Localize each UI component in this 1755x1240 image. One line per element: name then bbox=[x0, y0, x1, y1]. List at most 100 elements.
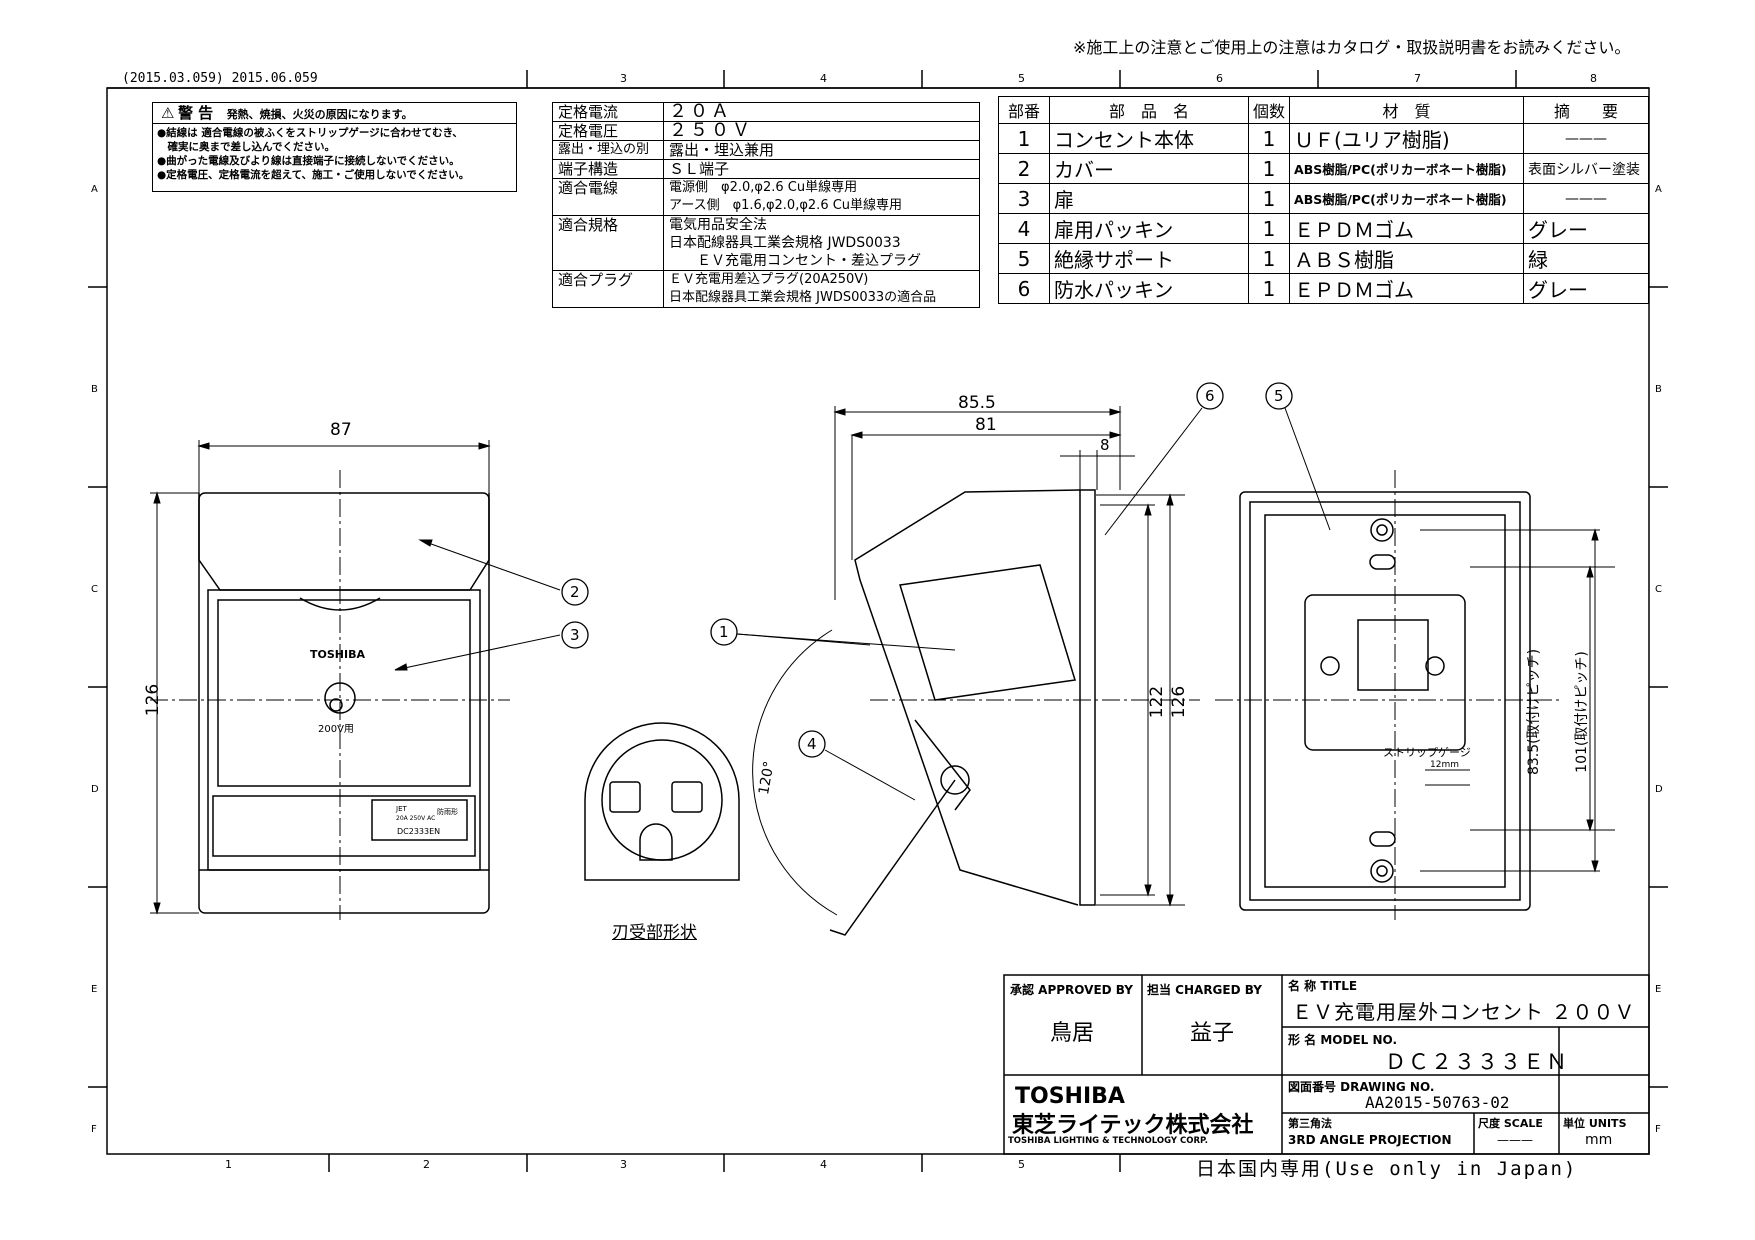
parts-table: 部番 部 品 名 個数 材 質 摘 要 1 コンセント本体 1 ＵＦ(ユリア樹脂… bbox=[998, 96, 1649, 304]
strip-gauge-length: 12mm bbox=[1430, 760, 1459, 770]
dim-front-width: 87 bbox=[330, 420, 352, 440]
col-label: 6 bbox=[1216, 72, 1223, 85]
table-row: 5 絶縁サポート 1 ＡＢＳ樹脂 緑 bbox=[998, 243, 1649, 274]
scale-value: ——— bbox=[1497, 1133, 1533, 1147]
sticker-mark: JET bbox=[396, 805, 407, 813]
spec-value: ２５０Ｖ bbox=[663, 121, 980, 141]
charged-label: 担当 CHARGED BY bbox=[1147, 983, 1262, 997]
part-note: グレー bbox=[1523, 273, 1649, 304]
row-label: F bbox=[91, 1124, 97, 1135]
col-label: 8 bbox=[1590, 72, 1597, 85]
callout-5: 5 bbox=[1274, 387, 1284, 405]
callout-6: 6 bbox=[1205, 387, 1215, 405]
col-label: 3 bbox=[620, 1158, 627, 1171]
part-name: 防水パッキン bbox=[1049, 273, 1249, 304]
warning-box: ⚠ 警 告 発熱、焼損、火災の原因になります。 ●結線は 適合電線の被ふくをスト… bbox=[152, 102, 517, 192]
col-label: 4 bbox=[820, 1158, 827, 1171]
strip-gauge-label: ストリップゲージ bbox=[1383, 746, 1471, 759]
table-row: 6 防水パッキン 1 ＥＰＤＭゴム グレー bbox=[998, 273, 1649, 304]
col-label: 2 bbox=[423, 1158, 430, 1171]
dim-side-depth: 81 bbox=[975, 415, 997, 435]
row-label: A bbox=[91, 184, 98, 195]
charged-value: 益子 bbox=[1190, 1021, 1235, 1046]
col-label: 7 bbox=[1414, 72, 1421, 85]
scale-label: 尺度 SCALE bbox=[1478, 1117, 1543, 1130]
spec-label: 定格電流 bbox=[552, 102, 664, 122]
part-note: ——— bbox=[1523, 183, 1649, 214]
callout-1: 1 bbox=[719, 623, 729, 641]
part-note: ——— bbox=[1523, 123, 1649, 154]
row-label: D bbox=[91, 784, 99, 795]
warning-line: 確実に奥まで差し込んでください。 bbox=[157, 141, 335, 153]
projection-value: 3RD ANGLE PROJECTION bbox=[1288, 1133, 1452, 1147]
part-no: 3 bbox=[998, 183, 1050, 214]
title-label: 名 称 TITLE bbox=[1288, 979, 1358, 993]
part-no: 2 bbox=[998, 153, 1050, 184]
row-label: A bbox=[1655, 184, 1662, 195]
col-label: 3 bbox=[620, 72, 627, 85]
row-label: C bbox=[91, 584, 98, 595]
sticker-rating: 20A 250V AC bbox=[396, 815, 436, 822]
part-qty: 1 bbox=[1247, 123, 1291, 154]
approved-label: 承認 APPROVED BY bbox=[1010, 983, 1133, 997]
spec-label: 適合プラグ bbox=[552, 270, 664, 308]
title-value: ＥＶ充電用屋外コンセント ２００Ｖ bbox=[1292, 1000, 1636, 1024]
col-label: 4 bbox=[820, 72, 827, 85]
spec-value: 電気用品安全法 日本配線器具工業会規格 JWDS0033 ＥＶ充電用コンセント・… bbox=[663, 215, 980, 271]
warning-line: ●定格電圧、定格電流を超えて、施工・ご使用しないでください。 bbox=[157, 169, 470, 181]
drawing-label: 図面番号 DRAWING NO. bbox=[1288, 1080, 1435, 1094]
callout-3: 3 bbox=[570, 626, 580, 644]
footer-note: 日本国内専用(Use only in Japan) bbox=[1196, 1158, 1578, 1180]
table-row: 3 扉 1 ABS樹脂/PC(ポリカーボネート樹脂) ——— bbox=[998, 183, 1649, 214]
front-rating: 200V用 bbox=[318, 724, 354, 735]
blade-caption: 刃受部形状 bbox=[612, 923, 697, 943]
callout-4: 4 bbox=[807, 735, 817, 753]
part-qty: 1 bbox=[1247, 273, 1291, 304]
sticker-model: DC2333EN bbox=[397, 827, 441, 836]
sticker-rainproof: 防雨形 bbox=[437, 808, 458, 816]
row-label: D bbox=[1655, 784, 1663, 795]
col-label: 1 bbox=[225, 1158, 232, 1171]
row-label: B bbox=[91, 384, 98, 395]
spec-value: ＥＶ充電用差込プラグ(20A250V) 日本配線器具工業会規格 JWDS0033… bbox=[663, 270, 980, 308]
callout-2: 2 bbox=[570, 583, 580, 601]
warning-icon: ⚠ bbox=[161, 104, 175, 122]
part-qty: 1 bbox=[1247, 213, 1291, 244]
company-name-en: TOSHIBA LIGHTING & TECHNOLOGY CORP. bbox=[1008, 1136, 1208, 1146]
projection-label: 第三角法 bbox=[1288, 1117, 1332, 1130]
part-material: ＥＰＤＭゴム bbox=[1289, 213, 1525, 244]
approved-value: 鳥居 bbox=[1050, 1021, 1095, 1046]
warning-title: 警 告 bbox=[177, 104, 214, 122]
parts-header: 部 品 名 bbox=[1049, 96, 1249, 124]
company-logo: TOSHIBA bbox=[1015, 1084, 1125, 1109]
part-note: 緑 bbox=[1523, 243, 1649, 274]
front-brand: TOSHIBA bbox=[310, 648, 365, 661]
table-row: 1 コンセント本体 1 ＵＦ(ユリア樹脂) ——— bbox=[998, 123, 1649, 154]
col-label: 5 bbox=[1018, 72, 1025, 85]
row-label: E bbox=[91, 984, 98, 995]
warning-subtitle: 発熱、焼損、火災の原因になります。 bbox=[226, 108, 413, 121]
warning-line: ●曲がった電線及びより線は直接端子に接続しないでください。 bbox=[157, 155, 460, 167]
part-material: ＵＦ(ユリア樹脂) bbox=[1289, 123, 1525, 154]
drawing-value: AA2015-50763-02 bbox=[1365, 1093, 1510, 1112]
parts-header: 個数 bbox=[1247, 96, 1291, 124]
model-label: 形 名 MODEL NO. bbox=[1288, 1033, 1398, 1047]
spec-value: ＳＬ端子 bbox=[663, 159, 980, 179]
part-name: 扉用パッキン bbox=[1049, 213, 1249, 244]
row-label: C bbox=[1655, 584, 1662, 595]
spec-label: 適合規格 bbox=[552, 215, 664, 271]
table-row: 4 扉用パッキン 1 ＥＰＤＭゴム グレー bbox=[998, 213, 1649, 244]
part-no: 5 bbox=[998, 243, 1050, 274]
part-note: グレー bbox=[1523, 213, 1649, 244]
units-value: mm bbox=[1585, 1132, 1613, 1148]
revision-note: (2015.03.059) 2015.06.059 bbox=[122, 71, 318, 86]
warning-line: ●結線は 適合電線の被ふくをストリップゲージに合わせてむき、 bbox=[157, 127, 463, 139]
model-value: ＤＣ２３３３ＥＮ bbox=[1385, 1050, 1569, 1074]
col-label: 5 bbox=[1018, 1158, 1025, 1171]
